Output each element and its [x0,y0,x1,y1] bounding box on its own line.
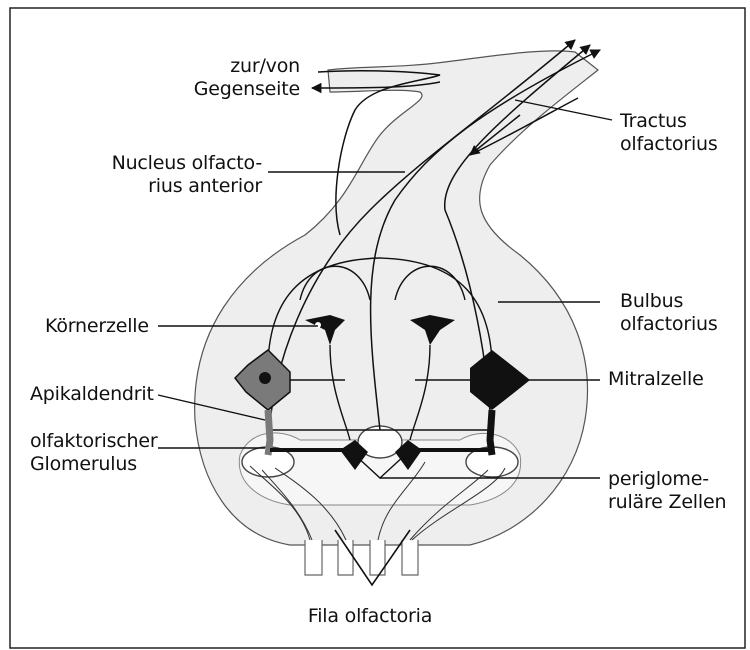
label-apikaldendrit: Apikaldendrit [30,383,154,406]
label-periglomerulaere-line2: ruläre Zellen [608,491,726,514]
label-gegenseite: zur/von Gegenseite [160,55,300,101]
label-tractus: Tractus olfactorius [620,110,718,156]
label-koernerzelle: Körnerzelle [45,315,149,338]
label-nucleus: Nucleus olfacto- rius anterior [60,152,262,198]
label-bulbus-line2: olfactorius [620,313,718,336]
label-bulbus-line1: Bulbus [620,290,718,313]
label-gegenseite-line1: zur/von [160,55,300,78]
label-fila: Fila olfactoria [270,605,470,628]
label-glomerulus-line2: Glomerulus [30,453,158,476]
label-mitralzelle: Mitralzelle [608,368,704,391]
label-nucleus-line1: Nucleus olfacto- [60,152,262,175]
label-glomerulus-line1: olfaktorischer [30,430,158,453]
label-periglomerulaere: periglome- ruläre Zellen [608,468,726,514]
label-glomerulus: olfaktorischer Glomerulus [30,430,158,476]
label-periglomerulaere-line1: periglome- [608,468,726,491]
label-nucleus-line2: rius anterior [60,175,262,198]
label-tractus-line1: Tractus [620,110,718,133]
label-bulbus: Bulbus olfactorius [620,290,718,336]
label-gegenseite-line2: Gegenseite [160,78,300,101]
label-tractus-line2: olfactorius [620,133,718,156]
